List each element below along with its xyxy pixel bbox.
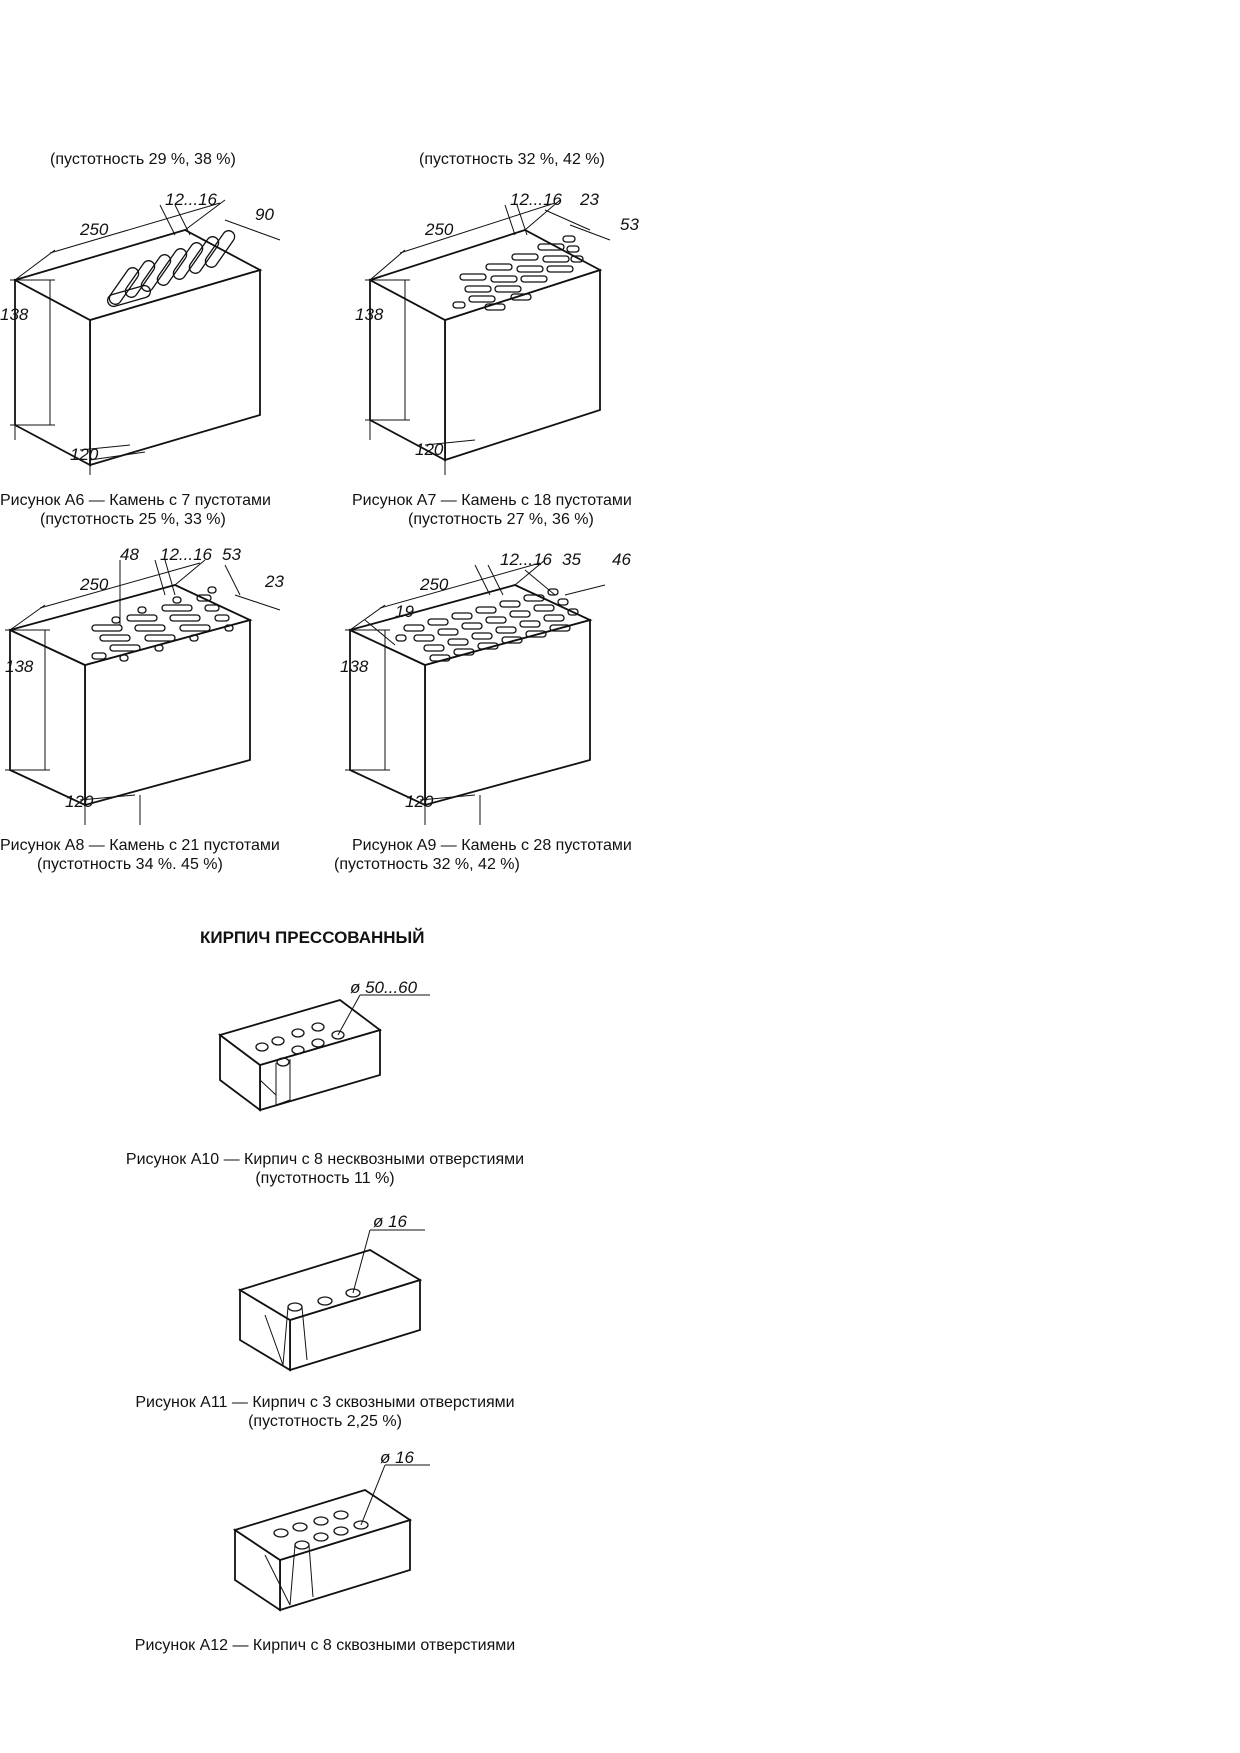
a8-dim-a: 48: [120, 545, 139, 564]
a6-dim-slot: 90: [255, 205, 274, 224]
a7-dim-length: 250: [424, 220, 454, 239]
a10-dim-hole: ø 50...60: [350, 978, 418, 997]
a12-dim-hole: ø 16: [380, 1448, 415, 1467]
a8-dim-c: 23: [264, 572, 284, 591]
a12-caption-title: Рисунок А12 — Кирпич с 8 сквозными отвер…: [134, 1637, 516, 1654]
figure-a9-drawing: 250 19 138 120 12...16 35 46: [340, 545, 645, 825]
a8-dim-rib: 12...16: [160, 545, 213, 564]
a9-dim-height: 138: [340, 657, 369, 676]
a8-dim-width: 120: [65, 792, 94, 811]
a7-dim-slot: 23: [579, 190, 599, 209]
a7-dim-rib: 12...16: [510, 190, 563, 209]
figure-a11-drawing: ø 16: [225, 1205, 435, 1380]
a6-dim-width: 120: [70, 445, 99, 464]
a7-dim-height: 138: [355, 305, 384, 324]
a8-dim-height: 138: [5, 657, 34, 676]
figure-a8-drawing: 48 250 138 120 12...16 53 23: [0, 545, 320, 825]
a7-caption-voidage: (пустотность 27 %, 36 %): [408, 511, 594, 528]
a11-caption-voidage: (пустотность 2,25 %): [248, 1413, 402, 1430]
a7-caption-title: Рисунок А7 — Камень с 18 пустотами: [352, 492, 632, 509]
section-heading: КИРПИЧ ПРЕССОВАННЫЙ: [200, 928, 425, 947]
a9-caption-title: Рисунок А9 — Камень с 28 пустотами: [352, 837, 632, 854]
a8-dim-length: 250: [79, 575, 109, 594]
a10-caption-title: Рисунок А10 — Кирпич с 8 несквозными отв…: [125, 1151, 525, 1168]
a9-dim-width: 120: [405, 792, 434, 811]
figure-a12-drawing: ø 16: [225, 1445, 435, 1620]
a7-dim-width: 120: [415, 440, 444, 459]
a9-dim-c: 46: [612, 550, 631, 569]
a6-dim-height: 138: [0, 305, 29, 324]
figure-a7-drawing: 250 138 120 12...16 23 53: [345, 190, 645, 475]
a8-caption-title: Рисунок А8 — Камень с 21 пустотами: [0, 837, 280, 854]
a10-caption-voidage: (пустотность 11 %): [255, 1170, 395, 1187]
a9-dim-a: 19: [395, 602, 414, 621]
a9-dim-length: 250: [419, 575, 449, 594]
top-left-voidage-caption: (пустотность 29 %, 38 %): [50, 151, 236, 168]
a7-dim-slot2: 53: [620, 215, 639, 234]
a11-caption-title: Рисунок А11 — Кирпич с 3 сквозными отвер…: [135, 1394, 515, 1411]
a9-caption-voidage: (пустотность 32 %, 42 %): [334, 856, 520, 873]
a11-dim-hole: ø 16: [373, 1212, 408, 1231]
a6-caption-title: Рисунок А6 — Камень с 7 пустотами: [0, 492, 271, 509]
a9-dim-b: 35: [562, 550, 581, 569]
a6-dim-length: 250: [79, 220, 109, 239]
a8-caption-voidage: (пустотность 34 %. 45 %): [37, 856, 223, 873]
a6-dim-rib: 12...16: [165, 190, 218, 209]
a9-dim-rib: 12...16: [500, 550, 553, 569]
figure-a6-drawing: 250 138 120 12...16 90: [0, 190, 320, 475]
figure-a10-drawing: ø 50...60: [210, 975, 440, 1125]
a6-caption-voidage: (пустотность 25 %, 33 %): [40, 511, 226, 528]
a8-dim-b: 53: [222, 545, 241, 564]
top-right-voidage-caption: (пустотность 32 %, 42 %): [419, 151, 605, 168]
